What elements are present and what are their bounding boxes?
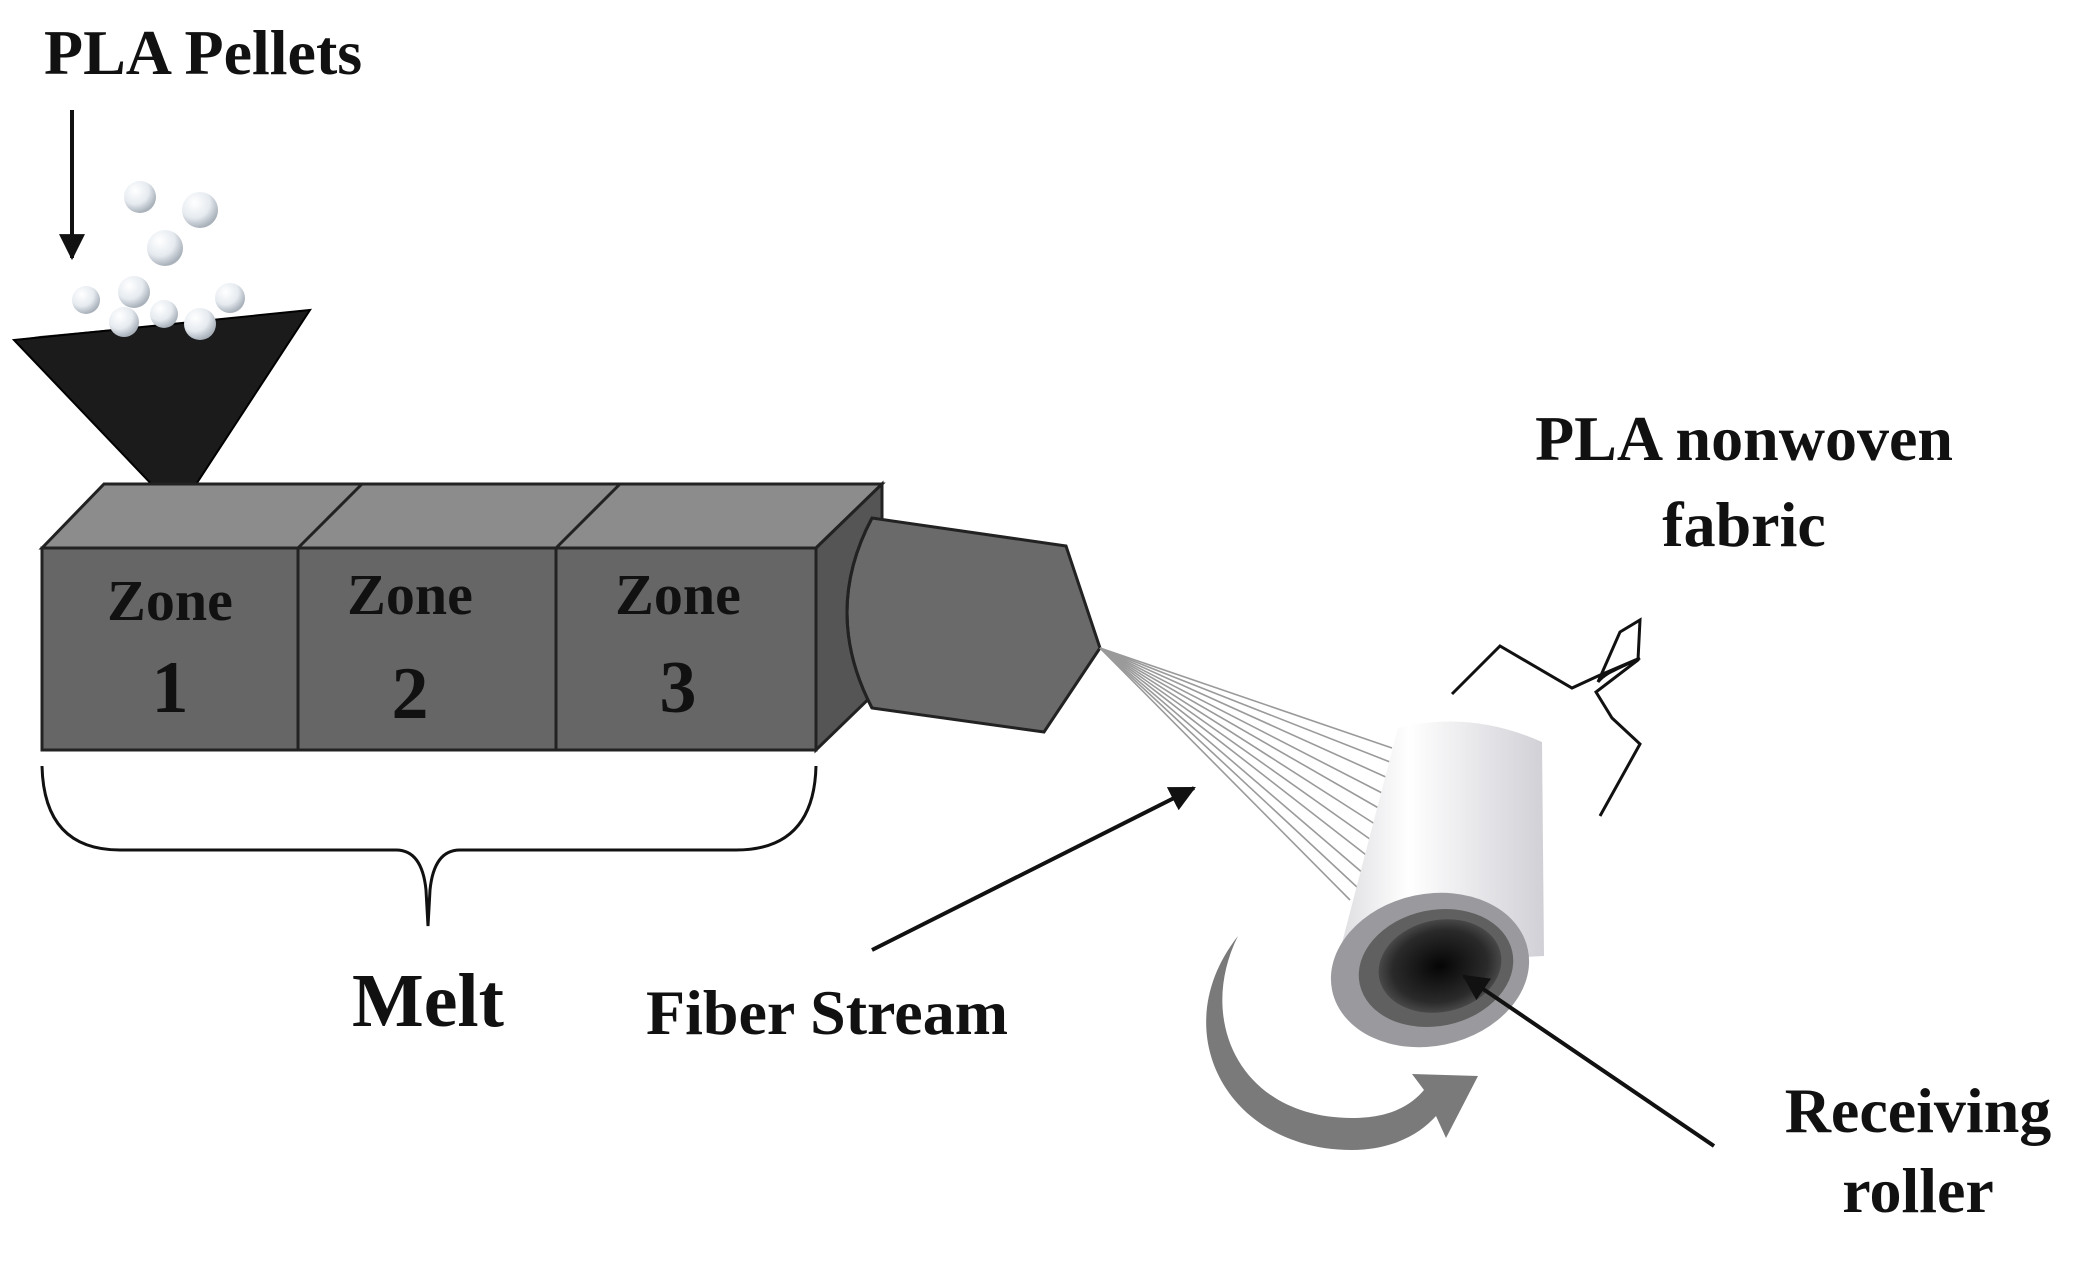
rotation-arrow-icon — [1206, 936, 1478, 1150]
roller-label-line2: roller — [1842, 1155, 1994, 1226]
fiber-stream — [1099, 647, 1393, 901]
roller-icon — [1330, 721, 1544, 1048]
pellets-group — [72, 181, 245, 314]
zone-2: Zone 2 — [296, 546, 558, 752]
zone-3-word: Zone — [615, 562, 741, 627]
zone-2-number: 2 — [392, 653, 429, 735]
nozzle — [845, 516, 1102, 734]
pellets-label: PLA Pellets — [44, 17, 362, 88]
zone-1: Zone 1 — [40, 546, 300, 752]
funnel-icon — [11, 308, 312, 514]
pellets-in-hopper — [109, 300, 216, 340]
fiber-stream-label: Fiber Stream — [646, 977, 1008, 1048]
roller-pointer — [1462, 974, 1716, 1148]
roller-label-line1: Receiving — [1785, 1075, 2052, 1146]
zone-1-word: Zone — [107, 568, 233, 633]
zone-3: Zone 3 — [554, 546, 818, 752]
fiber-stream-pointer — [871, 786, 1196, 952]
zone-3-number: 3 — [660, 647, 697, 729]
melt-bracket — [40, 765, 818, 927]
fabric-label-line2: fabric — [1662, 489, 1826, 560]
melt-label: Melt — [352, 959, 504, 1043]
zone-2-word: Zone — [347, 562, 473, 627]
fabric-label-line1: PLA nonwoven — [1535, 403, 1953, 474]
zone-1-number: 1 — [152, 647, 189, 729]
fabric-squiggle — [1450, 617, 1642, 817]
